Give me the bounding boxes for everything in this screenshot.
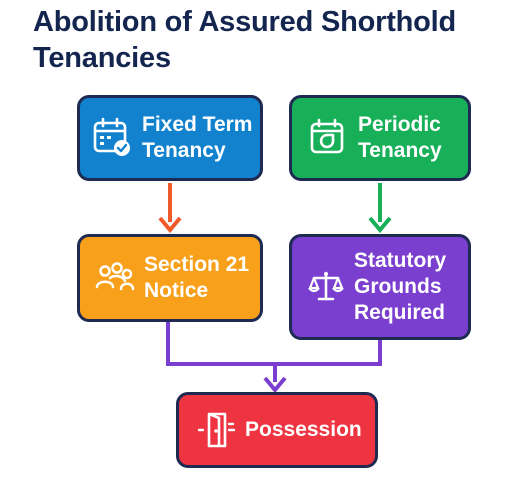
door-exit-icon (197, 410, 237, 450)
people-icon (94, 257, 136, 299)
page-title: Abolition of Assured Shorthold Tenancies (33, 6, 457, 74)
node-fixed-term-label: Fixed Term Tenancy (142, 113, 253, 162)
calendar-check-icon (92, 117, 134, 159)
node-statutory-grounds: Statutory Grounds Required (289, 234, 471, 340)
node-possession: Possession (176, 392, 378, 468)
node-statutory-label: Statutory Grounds Required (354, 249, 447, 324)
calendar-cycle-icon (308, 118, 348, 158)
node-fixed-term-tenancy: Fixed Term Tenancy (77, 95, 263, 181)
node-section-21-label: Section 21 Notice (144, 253, 250, 302)
node-section-21-notice: Section 21 Notice (77, 234, 263, 322)
connector-periodic-to-statutory (368, 183, 392, 234)
node-periodic-tenancy: Periodic Tenancy (289, 95, 471, 181)
node-possession-label: Possession (245, 418, 362, 441)
scales-icon (306, 267, 346, 307)
node-periodic-label: Periodic Tenancy (358, 113, 442, 162)
connector-merge-to-possession (166, 322, 382, 394)
connector-fixed-to-section21 (158, 183, 182, 234)
